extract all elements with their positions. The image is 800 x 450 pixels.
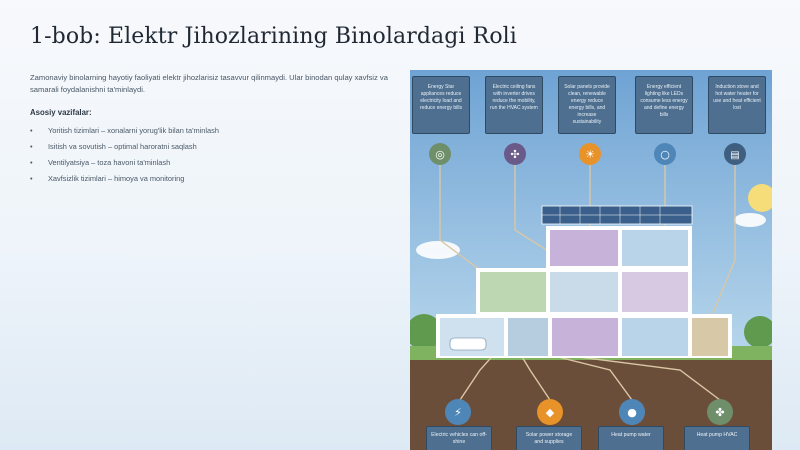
cloud [416, 241, 460, 259]
room-mid-3 [622, 272, 688, 312]
sun-icon [748, 184, 772, 212]
solar-lamp-icon [579, 143, 601, 165]
info-card-lighting: Energy efficient lighting like LEDs cons… [635, 76, 693, 134]
room-top-right [622, 230, 688, 266]
top-icons: ◎ ✣ ☀ ○ ▤ [429, 143, 746, 165]
room-ground-4 [692, 318, 728, 356]
slide-title: 1-bob: Elektr Jihozlarining Binolardagi … [30, 24, 517, 49]
task-item: Ventilyatsiya – toza havoni ta'minlash [30, 158, 370, 174]
task-item: Xavfsizlik tizimlari – himoya va monitor… [30, 174, 370, 190]
wire [709, 164, 736, 321]
info-card-appliances: Energy Star appliances reduce electricit… [412, 76, 470, 134]
info-card-stove: Induction stove and hot water heater for… [708, 76, 766, 134]
room-ground-3 [622, 318, 688, 356]
washing-machine-icon [429, 143, 451, 165]
intro-paragraph: Zamonaviy binolarning hayotiy faoliyati … [30, 73, 388, 94]
solar-storage-glyph: ◆ [546, 406, 555, 419]
task-list: Yoritish tizimlari – xonalarni yorug'lik… [30, 126, 370, 190]
hvac-fan-icon [707, 399, 733, 425]
ceiling-fan-icon [504, 143, 526, 165]
house [436, 205, 732, 358]
light-bulb-glyph: ○ [660, 148, 670, 161]
bottom-card-heat-pump-hvac: Heat pump HVAC [684, 426, 750, 450]
cloud [734, 213, 766, 227]
light-bulb-icon [654, 143, 676, 165]
tree [744, 316, 772, 348]
tasks-heading: Asosiy vazifalar: [30, 108, 92, 117]
water-drop-glyph: ● [627, 406, 637, 419]
ev-plug-glyph: ⚡ [454, 406, 462, 419]
washing-machine-glyph: ◎ [435, 148, 445, 161]
info-card-ceiling-fan: Electric ceiling fans with inverter driv… [485, 76, 543, 134]
bottom-card-solar-storage: Solar power storage and supplies [516, 426, 582, 450]
ev-plug-icon [445, 399, 471, 425]
hvac-fan-glyph: ✤ [715, 406, 724, 419]
task-item: Yoritish tizimlari – xonalarni yorug'lik… [30, 126, 370, 142]
smart-building-infographic: ◎ ✣ ☀ ○ ▤ ⚡ ◆ ● ✤ Energy Star appliances… [410, 70, 772, 450]
stove-glyph: ▤ [730, 150, 739, 161]
room-mid-1 [480, 272, 546, 312]
ceiling-fan-glyph: ✣ [510, 148, 519, 161]
room-mid-2 [550, 272, 618, 312]
room-ground-2 [552, 318, 618, 356]
tree [410, 314, 442, 350]
bottom-card-heat-pump-water: Heat pump water [598, 426, 664, 450]
task-item: Isitish va sovutish – optimal haroratni … [30, 142, 370, 158]
bottom-card-ev: Electric vehicles can off-shine [426, 426, 492, 450]
electric-car [449, 337, 487, 351]
solar-storage-icon [537, 399, 563, 425]
bottom-icons: ⚡ ◆ ● ✤ [445, 399, 733, 425]
room-ground-1 [508, 318, 548, 356]
room-top-left [550, 230, 618, 266]
solar-lamp-glyph: ☀ [585, 148, 595, 161]
water-drop-icon [619, 399, 645, 425]
stove-icon [724, 143, 746, 165]
info-card-solar: Solar panels provide clean, renewable en… [558, 76, 616, 134]
